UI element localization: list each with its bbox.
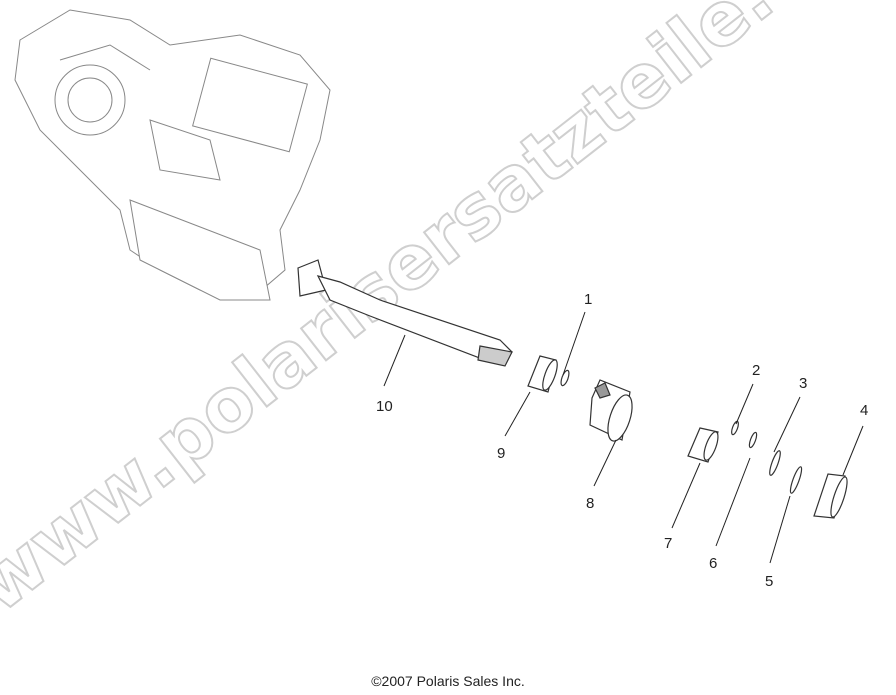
- callouts: 1 2 3 4 5 6 7 8 9 10: [376, 291, 868, 590]
- washer-4: [813, 473, 848, 519]
- callout-9: 9: [497, 445, 505, 462]
- callout-3: 3: [799, 375, 807, 392]
- callout-5: 5: [765, 573, 773, 590]
- ring-2: [731, 420, 739, 436]
- circlip-5: [789, 466, 803, 494]
- callout-7: 7: [664, 535, 672, 552]
- bearing-7: [687, 427, 719, 463]
- bearing-9: [527, 355, 558, 393]
- gear-hub-8: [589, 379, 633, 442]
- shaft: [297, 259, 513, 367]
- copyright-text: ©2007 Polaris Sales Inc.: [371, 673, 525, 689]
- engine-assembly: [14, 9, 331, 301]
- callout-4: 4: [860, 402, 868, 419]
- callout-8: 8: [586, 495, 594, 512]
- callout-2: 2: [752, 362, 760, 379]
- callout-10: 10: [376, 398, 393, 415]
- callout-1: 1: [584, 291, 592, 308]
- ring-6: [748, 431, 758, 449]
- ring-3: [769, 450, 781, 476]
- callout-6: 6: [709, 555, 717, 572]
- snap-ring-1: [560, 369, 570, 387]
